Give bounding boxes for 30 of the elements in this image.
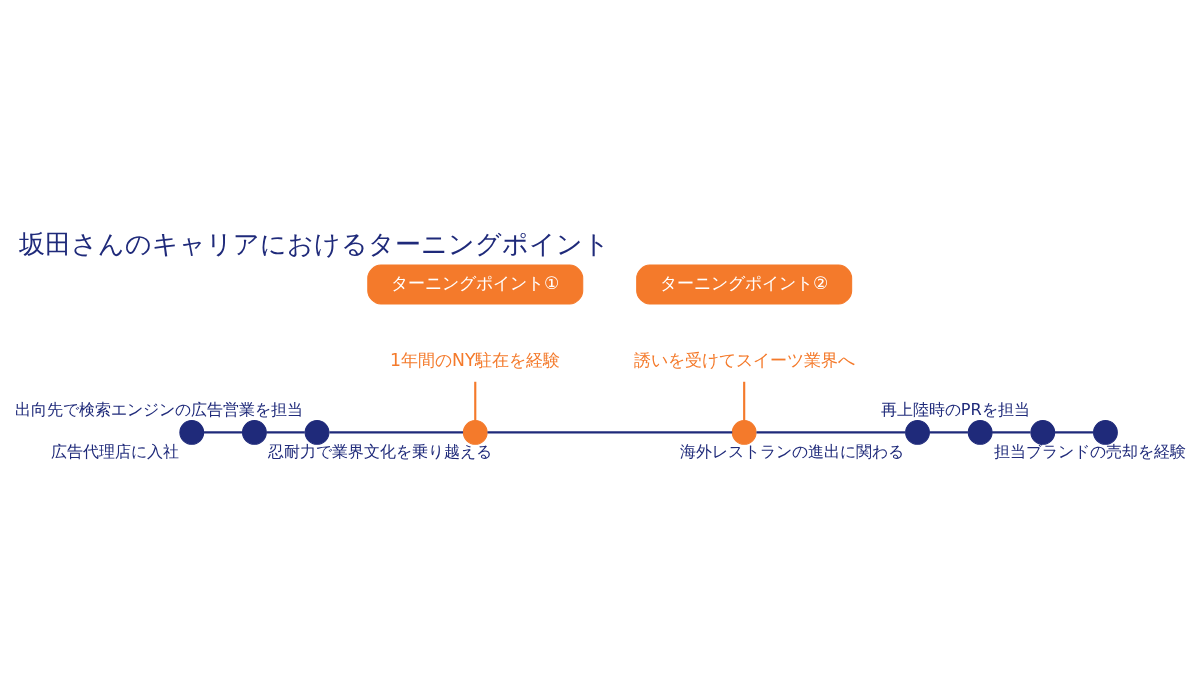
node-circle (462, 419, 488, 445)
node-text: 誘いを受けてスイーツ業界へ (633, 349, 855, 370)
connector (756, 430, 906, 433)
node-circle (242, 419, 267, 445)
node-label: 担当ブランドの売却を経験 (993, 441, 1186, 461)
connector (474, 381, 477, 420)
connector (487, 430, 733, 433)
node-box: ターニングポイント② (636, 264, 853, 304)
node-circle (1030, 419, 1056, 445)
node-label: 再上陸時のPRを担当 (880, 399, 1030, 419)
node-circle (1093, 419, 1118, 445)
node-circle (304, 419, 330, 445)
connector (743, 381, 746, 420)
connector (266, 430, 305, 433)
connector (1054, 430, 1094, 433)
node-label: 広告代理店に入社 (50, 441, 179, 461)
node-label: 海外レストランの進出に関わる (679, 441, 904, 461)
diagram-title: 坂田さんのキャリアにおけるターニングポイント (18, 228, 610, 259)
node-circle (179, 419, 205, 445)
node-label: 忍耐力で業界文化を乗り越える (268, 441, 493, 461)
node-text: 1年間のNY駐在を経験 (390, 349, 561, 370)
connector (929, 430, 968, 433)
connector (992, 430, 1031, 433)
node-box: ターニングポイント① (367, 264, 584, 304)
connector (329, 430, 464, 433)
node-label: 出向先で検索エンジンの広告営業を担当 (14, 399, 303, 419)
node-circle (905, 419, 930, 445)
node-circle (967, 419, 993, 445)
node-circle (731, 419, 757, 445)
connector (203, 430, 243, 433)
